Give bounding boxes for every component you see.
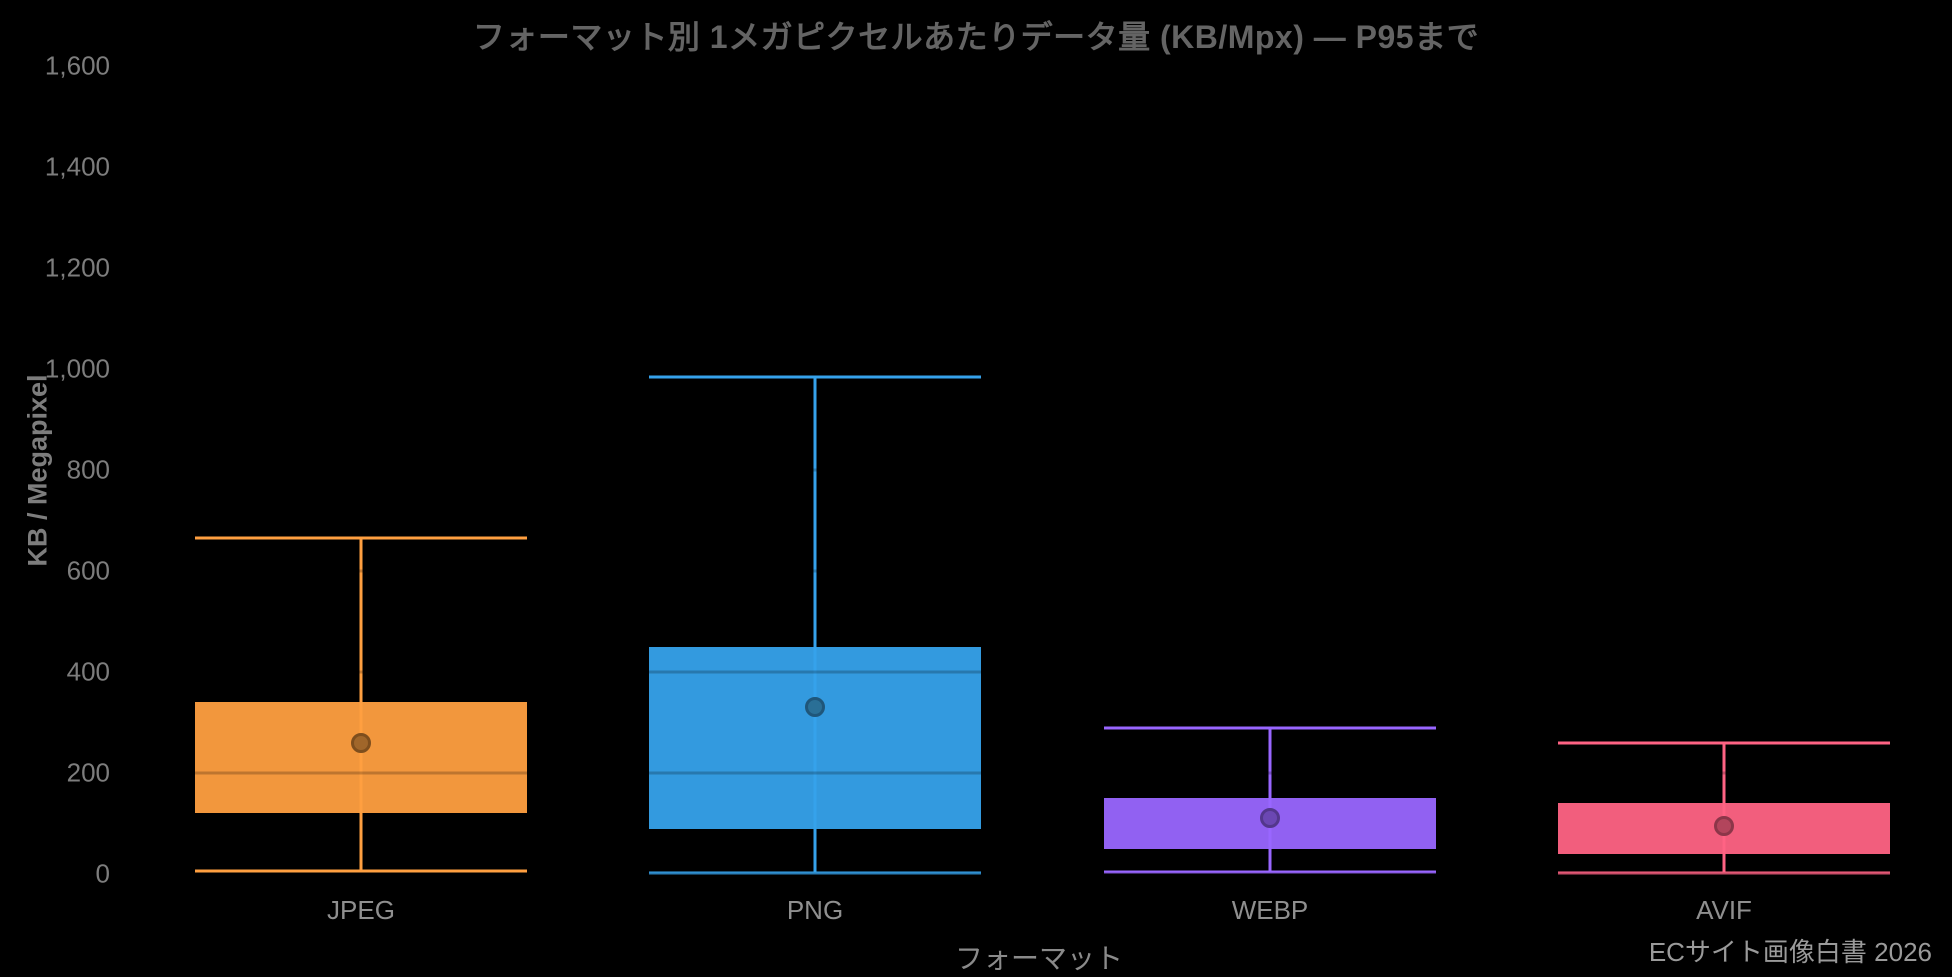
chart-title: フォーマット別 1メガピクセルあたりデータ量 (KB/Mpx) — P95まで <box>472 19 1480 55</box>
x-tick-label-jpeg: JPEG <box>327 895 395 925</box>
gridline-600 <box>134 569 1944 573</box>
x-tick-label-webp: WEBP <box>1231 895 1309 925</box>
gridline-1600 <box>134 64 1944 68</box>
whisker-cap-upper-webp <box>1104 726 1436 730</box>
y-tick-label: 1,000 <box>44 353 110 384</box>
whisker-cap-lower-avif <box>1558 871 1890 875</box>
mean-dot-jpeg <box>351 732 371 753</box>
whisker-line-png <box>813 376 817 873</box>
box-png <box>649 646 981 829</box>
whisker-cap-upper-jpeg <box>195 536 527 540</box>
y-tick-label: 0 <box>95 858 110 889</box>
whisker-cap-lower-jpeg <box>195 869 527 873</box>
whisker-cap-lower-webp <box>1104 870 1436 874</box>
y-tick-label: 400 <box>66 656 110 687</box>
y-tick-label: 200 <box>66 757 110 788</box>
x-axis-title: フォーマット <box>954 943 1123 974</box>
chart-caption: ECサイト画像白書 2026 <box>1648 937 1932 967</box>
y-tick-label: 800 <box>66 454 110 485</box>
y-tick-label: 600 <box>66 555 110 586</box>
whisker-cap-upper-png <box>649 375 981 379</box>
gridline-1200 <box>134 266 1944 270</box>
mean-dot-webp <box>1260 808 1280 829</box>
gridline-1400 <box>134 165 1944 169</box>
gridline-1000 <box>134 367 1944 371</box>
whisker-cap-upper-avif <box>1558 741 1890 745</box>
whisker-cap-lower-png <box>649 871 981 875</box>
y-tick-label: 1,200 <box>44 252 110 283</box>
mean-dot-png <box>805 697 825 718</box>
box-jpeg <box>195 702 527 814</box>
x-tick-label-avif: AVIF <box>1696 895 1752 925</box>
x-tick-label-png: PNG <box>786 895 844 925</box>
gridline-800 <box>134 468 1944 472</box>
y-tick-label: 1,600 <box>44 50 110 81</box>
mean-dot-avif <box>1714 816 1734 837</box>
y-tick-label: 1,400 <box>44 151 110 182</box>
gridline-400 <box>134 670 1944 674</box>
